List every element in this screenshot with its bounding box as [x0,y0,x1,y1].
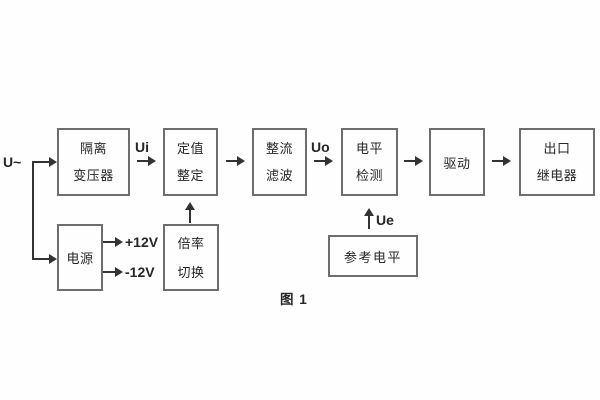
arrowhead-power-plus12v [115,237,123,247]
arrowhead-ratioswitch-to-setting [185,202,195,210]
block-label-line: 电平 [355,141,383,156]
connector-setting-to-rectifier-line [226,160,237,162]
label-u-input: U~ [3,154,22,170]
label-ui: Ui [135,139,149,155]
connector-uin-to-transformer-line [33,161,49,163]
connector-uin-to-power-line [33,258,49,260]
connector-rectifier-to-leveldetect-line [314,160,325,162]
arrowhead-rectifier-to-leveldetect [325,156,333,166]
block-reference-level: 参考电平 [328,235,418,277]
block-drive: 驱动 [429,128,485,196]
block-setting-adjust: 定值 整定 [163,128,218,196]
connector-uin-branch-down [32,161,34,260]
block-label-line: 电源 [66,251,94,266]
block-isolation-transformer: 隔离 变压器 [57,128,130,196]
label-uo: Uo [311,139,330,155]
block-label-line: 变压器 [73,168,114,183]
label-ue: Ue [376,212,394,228]
figure-caption: 图 1 [280,292,308,307]
connector-transformer-to-setting-line [137,160,148,162]
connector-power-minus12v-line [103,271,115,273]
block-label-line: 切换 [177,264,205,280]
block-rectify-filter: 整流 滤波 [252,128,307,196]
connector-ratioswitch-to-setting-line [189,210,191,223]
block-label-line: 倍率 [177,235,205,251]
block-label-line: 整流 [265,141,293,156]
arrowhead-setting-to-rectifier [237,156,245,166]
connector-leveldetect-to-drive-line [404,160,415,162]
arrowhead-reference-to-leveldetect [364,208,374,216]
block-label-line: 整定 [176,168,204,183]
block-label-line: 定值 [176,141,204,156]
block-label-line: 驱动 [443,155,471,171]
block-label-line: 隔离 [79,141,107,156]
connector-reference-to-leveldetect-line [368,216,370,229]
block-label-line: 参考电平 [343,249,402,265]
block-label-line: 滤波 [265,168,293,183]
block-level-detect: 电平 检测 [341,128,398,196]
arrowhead-uin-to-power [49,254,57,264]
arrowhead-transformer-to-setting [148,156,156,166]
block-ratio-switch: 倍率 切换 [163,224,219,291]
block-label-line: 检测 [355,168,383,183]
connector-drive-to-relay-line [492,160,503,162]
connector-power-plus12v-line [103,241,115,243]
block-label-line: 继电器 [536,168,578,183]
arrowhead-uin-to-transformer [49,157,57,167]
arrowhead-drive-to-relay [503,156,511,166]
label-plus-12v: +12V [125,234,159,250]
arrowhead-power-minus12v [115,267,123,277]
block-output-relay: 出口 继电器 [519,128,595,196]
block-label-line: 出口 [543,141,571,156]
arrowhead-leveldetect-to-drive [415,156,423,166]
block-power-supply: 电源 [57,224,103,291]
label-minus-12v: -12V [125,264,155,280]
